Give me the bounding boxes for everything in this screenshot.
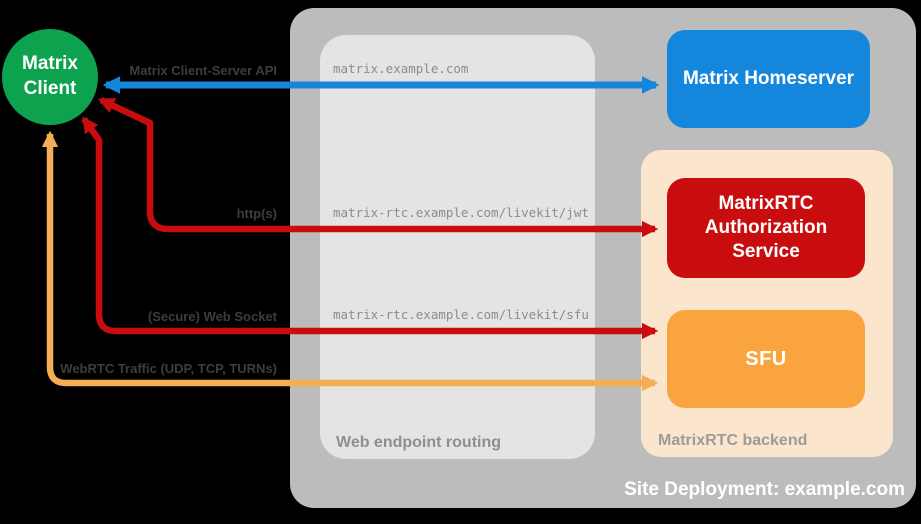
https-label: http(s) bbox=[236, 206, 277, 221]
web-endpoint-routing-title: Web endpoint routing bbox=[336, 434, 502, 451]
matrixrtc-backend-title: MatrixRTC backend bbox=[658, 432, 808, 449]
webrtc-traffic-label: WebRTC Traffic (UDP, TCP, TURNs) bbox=[60, 361, 277, 376]
homeserver-endpoint-url: matrix.example.com bbox=[333, 61, 469, 76]
websocket-label: (Secure) Web Socket bbox=[147, 309, 277, 324]
sfu-node: SFU bbox=[667, 310, 865, 408]
site-deployment-title: Site Deployment: example.com bbox=[624, 479, 905, 500]
jwt-endpoint-url: matrix-rtc.example.com/livekit/jwt bbox=[333, 205, 589, 220]
matrixrtc-authorization-service-node: MatrixRTC Authorization Service bbox=[667, 178, 865, 278]
matrix-homeserver-node: Matrix Homeserver bbox=[667, 30, 870, 128]
sfu-endpoint-url: matrix-rtc.example.com/livekit/sfu bbox=[333, 307, 589, 322]
web-endpoint-routing-container bbox=[320, 35, 595, 459]
matrix-client-node: Matrix Client bbox=[2, 29, 98, 125]
client-server-api-label: Matrix Client-Server API bbox=[129, 63, 277, 78]
